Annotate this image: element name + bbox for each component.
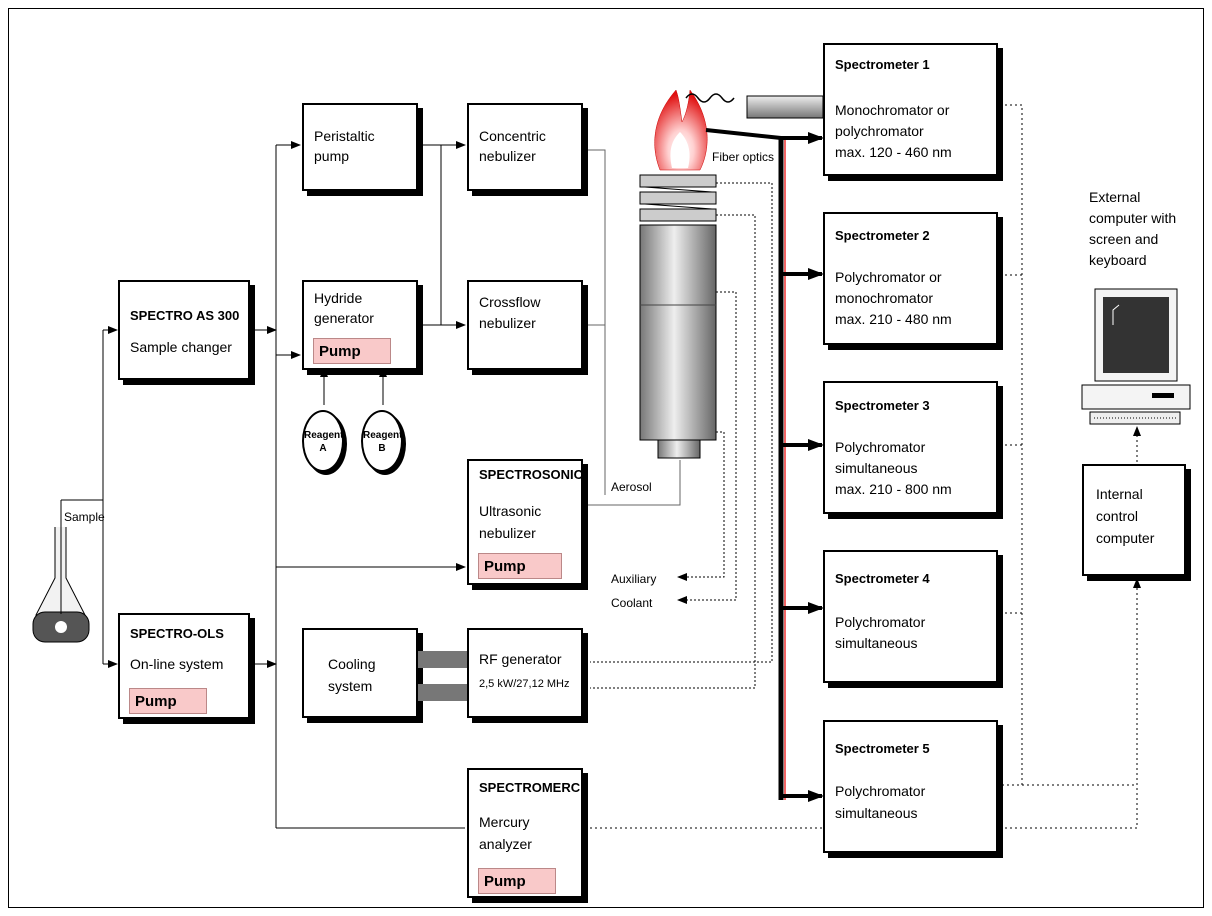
fiber-optics-label: Fiber optics	[712, 150, 775, 164]
spectrometer-5-line2: simultaneous	[835, 805, 918, 821]
cooling-system-box: Cooling system	[302, 628, 418, 718]
auxiliary-gas-label: Auxiliary	[611, 572, 657, 586]
spectrosonic-box: SPECTROSONIC Ultrasonic nebulizer Pump	[467, 459, 583, 585]
cooling-line2: system	[328, 678, 373, 694]
spectrometer-1-line3: max. 120 - 460 nm	[835, 144, 952, 160]
peristaltic-pump-box: Peristaltic pump	[302, 103, 418, 191]
hydride-line2: generator	[314, 310, 374, 326]
spectromerc-line2: analyzer	[479, 836, 532, 852]
reagent-b-bottle: Reagent B	[361, 410, 403, 472]
sample-label: Sample	[64, 510, 105, 524]
sample-changer-title: SPECTRO AS 300	[130, 308, 240, 323]
spectrometer-4-line2: simultaneous	[835, 635, 918, 651]
concentric-line2: nebulizer	[479, 148, 536, 164]
spectrometer-3-title: Spectrometer 3	[835, 398, 930, 413]
spectrosonic-title: SPECTROSONIC	[479, 467, 584, 482]
spectrometer-4-line1: Polychromator	[835, 614, 926, 630]
rf-generator-box: RF generator 2,5 kW/27,12 MHz	[467, 628, 583, 718]
spectrometer-1-line1: Monochromator or	[835, 102, 950, 118]
crossflow-line1: Crossflow	[479, 294, 541, 310]
spectrosonic-line1: Ultrasonic	[479, 503, 542, 519]
internal-computer-line1: Internal	[1096, 486, 1143, 502]
spectrometer-5-line1: Polychromator	[835, 783, 926, 799]
spectrometer-3-line2: simultaneous	[835, 460, 918, 476]
spectrometer-2-line2: monochromator	[835, 290, 934, 306]
spectrometer-2-line1: Polychromator or	[835, 269, 942, 285]
hydride-generator-box: Hydride generator Pump	[302, 280, 418, 370]
spectromerc-line1: Mercury	[479, 814, 530, 830]
cooling-pipe-lower	[418, 684, 467, 701]
peristaltic-line2: pump	[314, 148, 350, 164]
hydride-line1: Hydride	[314, 290, 363, 306]
internal-computer-line3: computer	[1096, 530, 1155, 546]
aerosol-label: Aerosol	[611, 480, 652, 494]
external-computer-line3: screen and	[1089, 231, 1159, 247]
spectrometer-5-box: Spectrometer 5 Polychromator simultaneou…	[823, 720, 998, 853]
spectrometer-1-line2: polychromator	[835, 123, 924, 139]
external-computer-line4: keyboard	[1089, 252, 1147, 268]
rf-line1: RF generator	[479, 651, 562, 667]
online-system-box: SPECTRO-OLS On-line system Pump	[118, 613, 250, 719]
online-system-title: SPECTRO-OLS	[130, 626, 224, 641]
reagent-a-bottle: Reagent A	[302, 410, 344, 472]
external-computer-line2: computer with	[1089, 210, 1177, 226]
spectromerc-pump: Pump	[478, 868, 556, 894]
spectrometer-3-line3: max. 210 - 800 nm	[835, 481, 952, 497]
spectrometer-5-title: Spectrometer 5	[835, 741, 930, 756]
reagent-b-label: Reagent	[363, 430, 403, 441]
spectrometer-1-title: Spectrometer 1	[835, 57, 930, 72]
sample-flask-icon	[32, 500, 90, 643]
spectrosonic-pump: Pump	[478, 553, 562, 579]
coolant-gas-label: Coolant	[611, 596, 653, 610]
reagent-b-letter: B	[378, 443, 386, 454]
online-system-subtitle: On-line system	[130, 656, 224, 672]
reagent-a-letter: A	[319, 443, 327, 454]
spectrometer-1-box: Spectrometer 1 Monochromator or polychro…	[823, 43, 998, 176]
concentric-nebulizer-box: Concentric nebulizer	[467, 103, 583, 191]
spectrometer-2-line3: max. 210 - 480 nm	[835, 311, 952, 327]
peristaltic-line1: Peristaltic	[314, 128, 375, 144]
spectrometer-2-title: Spectrometer 2	[835, 228, 930, 243]
spectromerc-title: SPECTROMERC	[479, 780, 581, 795]
spectrometer-3-line1: Polychromator	[835, 439, 926, 455]
crossflow-nebulizer-box: Crossflow nebulizer	[467, 280, 583, 370]
spectrometer-4-title: Spectrometer 4	[835, 571, 930, 586]
cooling-pipe-upper	[418, 651, 467, 668]
rf-line2: 2,5 kW/27,12 MHz	[479, 678, 570, 690]
spectrometer-3-box: Spectrometer 3 Polychromator simultaneou…	[823, 381, 998, 514]
external-computer-icon	[1081, 288, 1191, 425]
spectrometer-2-box: Spectrometer 2 Polychromator or monochro…	[823, 212, 998, 345]
hydride-pump: Pump	[313, 338, 391, 364]
reagent-a-label: Reagent	[304, 430, 344, 441]
crossflow-line2: nebulizer	[479, 315, 536, 331]
diagram-frame	[8, 8, 1204, 908]
concentric-line1: Concentric	[479, 128, 546, 144]
online-system-pump: Pump	[129, 688, 207, 714]
external-computer-line1: External	[1089, 189, 1141, 205]
internal-computer-box: Internal control computer	[1082, 464, 1186, 576]
plasma-torch-icon	[639, 89, 717, 459]
cooling-line1: Cooling	[328, 656, 376, 672]
spectromerc-box: SPECTROMERC Mercury analyzer Pump	[467, 768, 583, 898]
internal-computer-line2: control	[1096, 508, 1139, 524]
spectrosonic-line2: nebulizer	[479, 525, 536, 541]
spectrometer-4-box: Spectrometer 4 Polychromator simultaneou…	[823, 550, 998, 683]
sample-changer-subtitle: Sample changer	[130, 339, 232, 355]
sample-changer-box: SPECTRO AS 300 Sample changer	[118, 280, 250, 380]
